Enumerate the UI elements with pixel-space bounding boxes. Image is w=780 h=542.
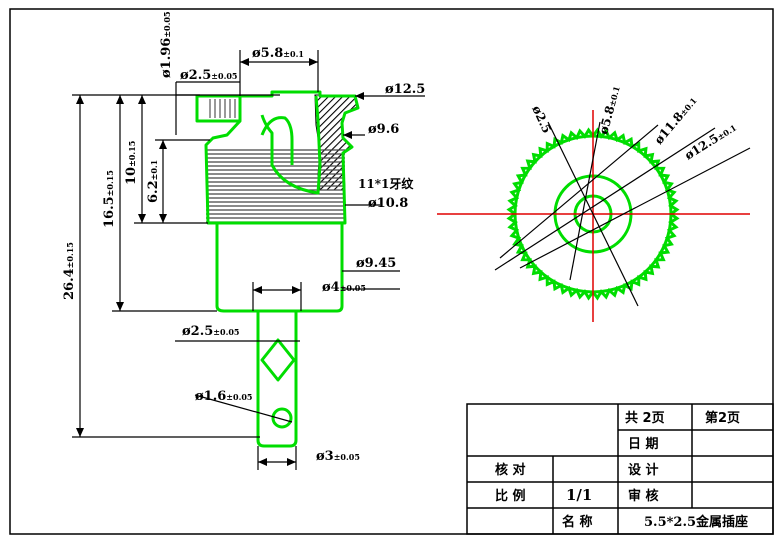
name-label: 名 称 [562, 514, 593, 530]
tab-knurl [209, 99, 236, 118]
dim-9-45-label: ø9.45 [356, 256, 396, 271]
dim-12-5-label: ø12.5 [385, 82, 425, 97]
dim-1-6-label: ø1.6±0.05 [195, 389, 252, 404]
dim-26-4-label: 26.4±0.15 [62, 242, 77, 300]
scale-label: 比 例 [495, 488, 526, 504]
dim-16-5-label: 16.5±0.15 [102, 170, 117, 228]
total-pages: 共 2页 [625, 410, 665, 426]
dim-2-5-top-label: ø2.5±0.05 [180, 68, 237, 83]
end-12-5-label: ø12.5±0.1 [682, 120, 738, 163]
dim-2-5-mid-label: ø2.5±0.05 [182, 324, 239, 339]
name-value: 5.5*2.5金属插座 [644, 514, 748, 530]
dim-tip-label: ø1.96±0.05 [159, 11, 174, 78]
page-number: 第2页 [705, 410, 740, 426]
dim-5-8-label: ø5.8±0.1 [252, 46, 304, 61]
end-view-leaders [494, 121, 751, 307]
arrowheads [76, 58, 364, 466]
end-2-5-label: ø2.5 [529, 103, 554, 135]
dim-6-2-label: 6.2±0.1 [146, 160, 161, 203]
dim-3-label: ø3±0.05 [316, 449, 360, 464]
title-block [466, 403, 774, 535]
end-view: ø2.5 ø5.8±0.1 ø11.8±0.1 ø12.5±0.1 [437, 84, 751, 322]
design-label: 设 计 [628, 462, 659, 478]
check-label: 核 对 [495, 462, 526, 478]
drawing-frame [9, 8, 774, 535]
dimension-lines [72, 50, 425, 470]
dim-4-label: ø4±0.05 [322, 280, 366, 295]
dim-10-label: 10±0.15 [124, 141, 139, 185]
date-label: 日 期 [628, 437, 659, 452]
side-view: ø1.96±0.05 ø2.5±0.05 ø5.8±0.1 ø12.5 ø9.6… [62, 11, 425, 470]
scale-value: 1/1 [566, 486, 592, 504]
thread-label: 11*1牙纹 [358, 176, 414, 191]
part-outline [195, 90, 360, 448]
review-label: 审 核 [628, 488, 659, 504]
title-block-text: 共 2页 第2页 日 期 核 对 设 计 比 例 1/1 审 核 名 称 5.5… [495, 410, 748, 530]
end-11-8-label: ø11.8±0.1 [652, 94, 700, 147]
end-5-8-label: ø5.8±0.1 [596, 84, 622, 135]
dim-9-6-label: ø9.6 [368, 122, 399, 137]
dim-10-8-label: ø10.8 [368, 196, 408, 211]
